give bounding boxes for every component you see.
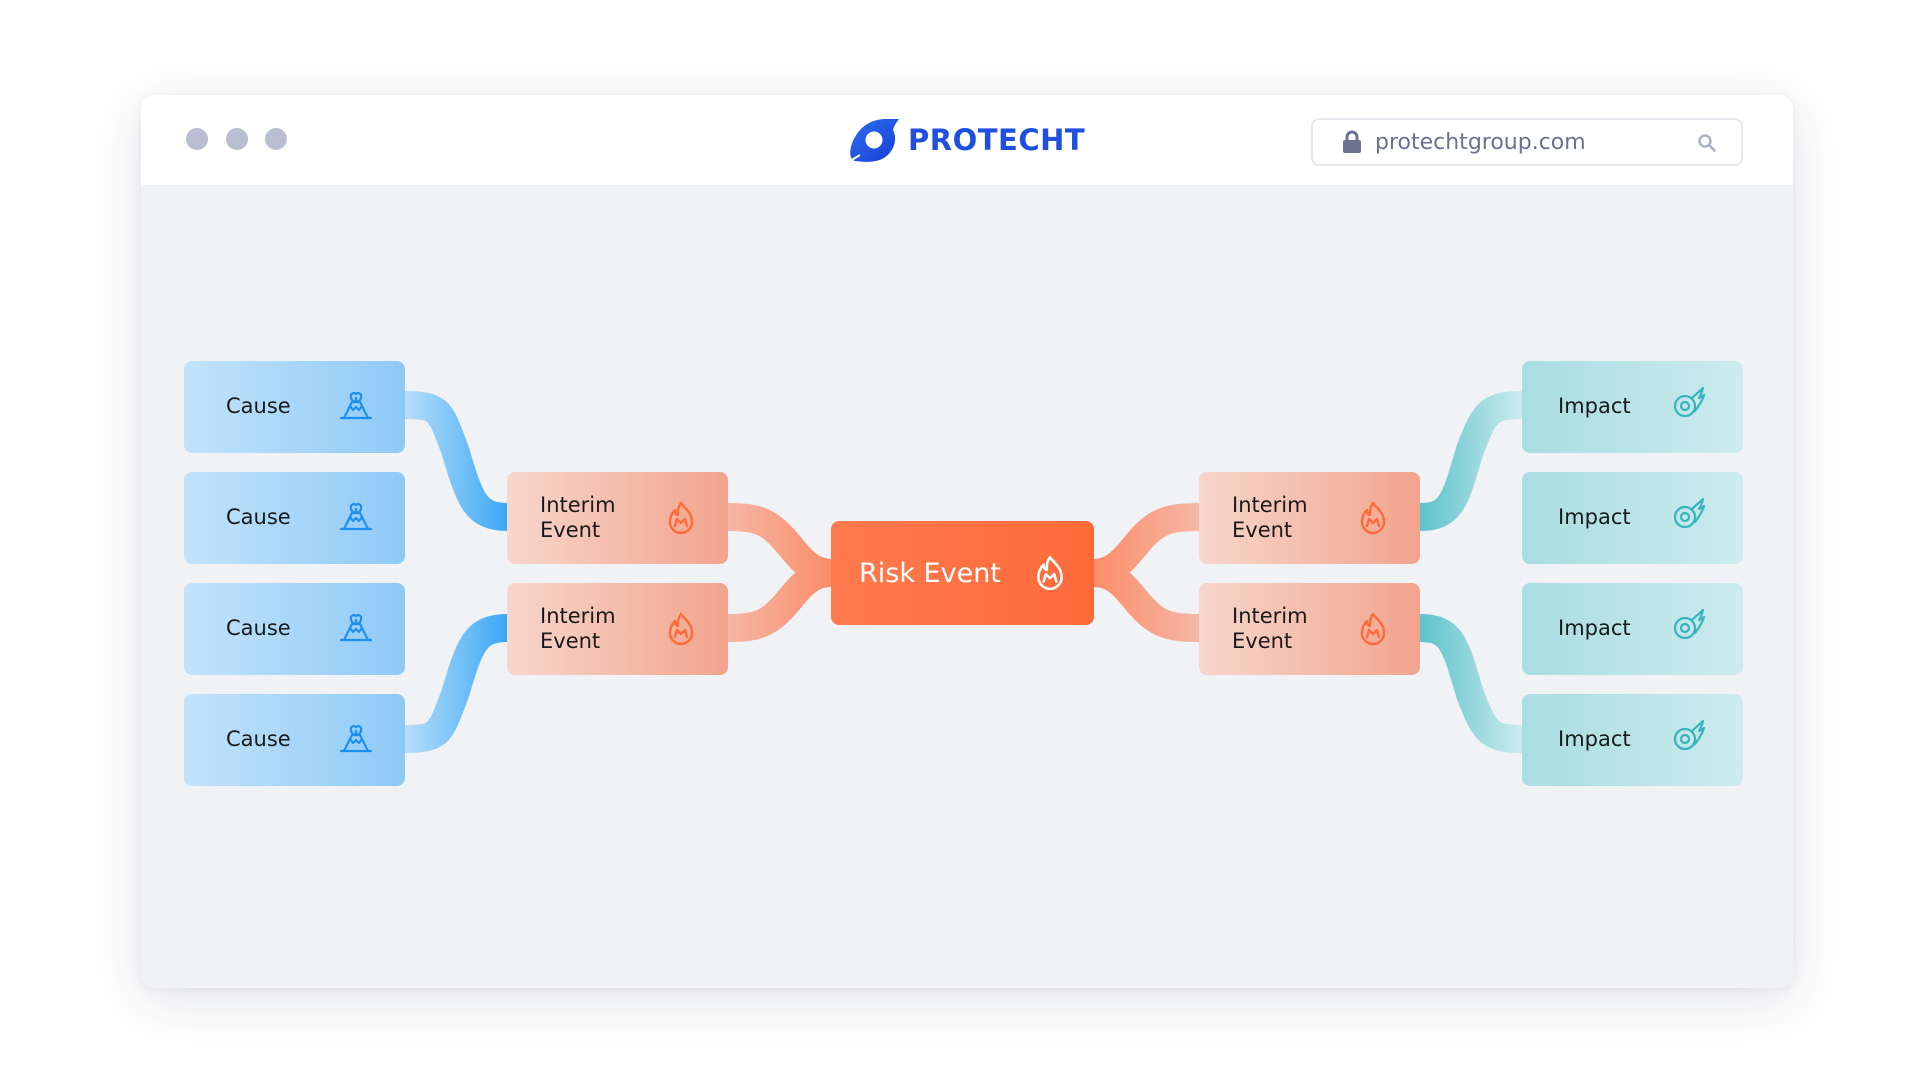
impact-node[interactable]: Impact	[1522, 361, 1743, 453]
interim-event-line1: Interim	[540, 493, 616, 517]
title-bar: PROTECHT protechtgroup.com	[141, 95, 1793, 185]
search-icon[interactable]	[1697, 133, 1717, 153]
cause-label: Cause	[226, 505, 291, 529]
cause-node[interactable]: Cause	[184, 361, 405, 453]
volcano-icon	[339, 614, 373, 642]
interim-event-line1: Interim	[1232, 493, 1308, 517]
risk-event-label: Risk Event	[859, 558, 1001, 589]
meteor-icon	[1673, 386, 1706, 418]
cause-node[interactable]: Cause	[184, 472, 405, 564]
fire-icon	[1037, 555, 1063, 591]
fire-icon	[1360, 501, 1386, 535]
meteor-icon	[1673, 497, 1706, 529]
impact-node[interactable]: Impact	[1522, 694, 1743, 786]
connector-interim-right-2	[1092, 559, 1201, 642]
brand-name: PROTECHT	[908, 123, 1086, 157]
cause-node[interactable]: Cause	[184, 694, 405, 786]
connector-impact-1	[1419, 391, 1525, 531]
interim-event-line2: Event	[540, 629, 601, 653]
volcano-icon	[339, 503, 373, 531]
connector-cause-1	[403, 391, 509, 531]
window-maximize-button[interactable]	[265, 128, 287, 150]
interim-event-line2: Event	[1232, 518, 1293, 542]
lock-icon	[1343, 130, 1361, 153]
risk-event-node[interactable]: Risk Event	[831, 521, 1094, 625]
volcano-icon	[339, 725, 373, 753]
cause-label: Cause	[226, 394, 291, 418]
impact-node[interactable]: Impact	[1522, 472, 1743, 564]
impact-node[interactable]: Impact	[1522, 583, 1743, 675]
interim-event-line2: Event	[1232, 629, 1293, 653]
fire-icon	[1360, 612, 1386, 646]
volcano-icon	[339, 392, 373, 420]
window-minimize-button[interactable]	[226, 128, 248, 150]
brand-logo: PROTECHT	[846, 117, 1085, 163]
fire-icon	[668, 612, 694, 646]
impact-label: Impact	[1558, 727, 1631, 751]
url-text: protechtgroup.com	[1375, 129, 1586, 155]
cause-label: Cause	[226, 616, 291, 640]
impact-label: Impact	[1558, 394, 1631, 418]
connector-interim-left-2	[727, 559, 833, 642]
browser-window: PROTECHT protechtgroup.com	[141, 95, 1793, 988]
impact-label: Impact	[1558, 505, 1631, 529]
connector-cause-4	[403, 614, 509, 753]
interim-event-line2: Event	[540, 518, 601, 542]
cause-label: Cause	[226, 727, 291, 751]
address-bar[interactable]: protechtgroup.com	[1311, 118, 1743, 166]
fire-icon	[668, 501, 694, 535]
connector-impact-4	[1419, 614, 1525, 753]
window-close-button[interactable]	[186, 128, 208, 150]
meteor-icon	[1673, 608, 1706, 640]
impact-label: Impact	[1558, 616, 1631, 640]
meteor-icon	[1673, 719, 1706, 751]
interim-event-line1: Interim	[1232, 604, 1308, 628]
cause-node[interactable]: Cause	[184, 583, 405, 675]
protecht-logo-icon	[849, 119, 899, 162]
interim-event-line1: Interim	[540, 604, 616, 628]
